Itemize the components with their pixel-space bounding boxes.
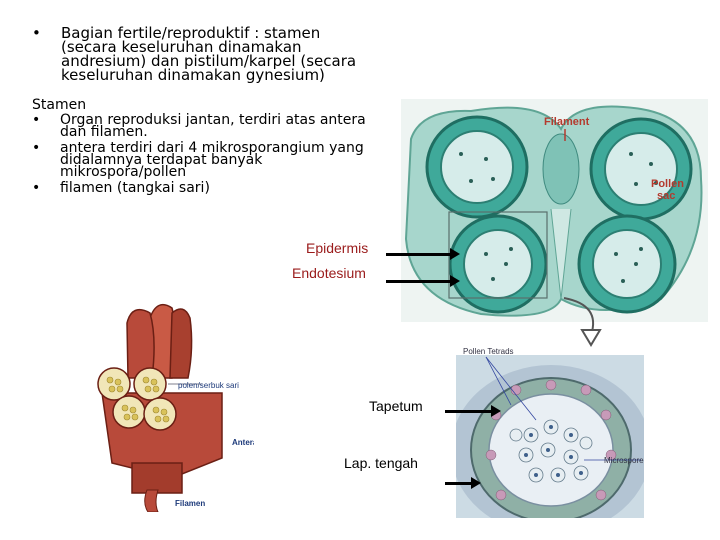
stamen-item-2-line-1: antera terdiri dari 4 mikrosporangium ya…	[60, 140, 364, 156]
intro-line-4: keseluruhan dinamakan gynesium)	[61, 66, 325, 84]
antera-label: Antera	[232, 438, 254, 447]
stamen-item-2: antera terdiri dari 4 mikrosporangium ya…	[32, 140, 377, 180]
stamen-item-1-line-1: Organ reproduksi jantan, terdiri atas an…	[60, 112, 366, 128]
tapetum-label: Tapetum	[369, 398, 423, 414]
stamen-heading: Stamen	[32, 97, 87, 113]
filament-label: Filament	[544, 116, 590, 128]
lap-tengah-arrow	[445, 477, 481, 489]
lap-tengah-label: Lap. tengah	[344, 455, 418, 471]
curved-connector-arrow	[563, 297, 602, 347]
endotesium-label: Endotesium	[292, 265, 366, 281]
stamen-item-3-line-1: filamen (tangkai sari)	[60, 180, 210, 196]
intro-bullet: •	[32, 24, 41, 42]
stamen-item-2-line-2: didalamnya terdapat banyak	[60, 152, 263, 168]
epidermis-label: Epidermis	[306, 240, 369, 256]
intro-line-3: andresium) dan pistilum/karpel (secara	[61, 52, 357, 70]
stamen-item-1-line-2: dan filamen.	[60, 124, 148, 140]
tapetum-arrow	[445, 405, 501, 417]
pollen-sac-label-1: Pollen	[651, 178, 684, 190]
intro-block: • Bagian fertile/reproduktif : stamen (s…	[32, 24, 392, 84]
filamen-label: Filamen	[175, 499, 205, 508]
microspore-label: Microspore	[604, 456, 644, 465]
stamen-model-image: polen/serbuk sari Antera Filamen	[97, 303, 254, 512]
stamen-item-1: Organ reproduksi jantan, terdiri atas an…	[32, 112, 377, 140]
pollen-tetrads-label: Pollen Tetrads	[463, 347, 514, 356]
pollen-label: polen/serbuk sari	[178, 381, 239, 390]
intro-line-1: Bagian fertile/reproduktif : stamen	[61, 24, 321, 42]
intro-line-2: (secara keseluruhan dinamakan	[61, 38, 302, 56]
microsporangium-image	[456, 355, 644, 518]
anther-cross-section-image: Filament Pollen sac	[401, 99, 708, 322]
stamen-list: Organ reproduksi jantan, terdiri atas an…	[32, 112, 377, 198]
epidermis-arrow	[386, 248, 460, 260]
stamen-item-3: filamen (tangkai sari)	[32, 180, 377, 196]
pollen-sac-label-2: sac	[657, 190, 675, 202]
endotesium-arrow	[386, 275, 460, 287]
stamen-item-2-line-3: mikrospora/pollen	[60, 164, 187, 180]
